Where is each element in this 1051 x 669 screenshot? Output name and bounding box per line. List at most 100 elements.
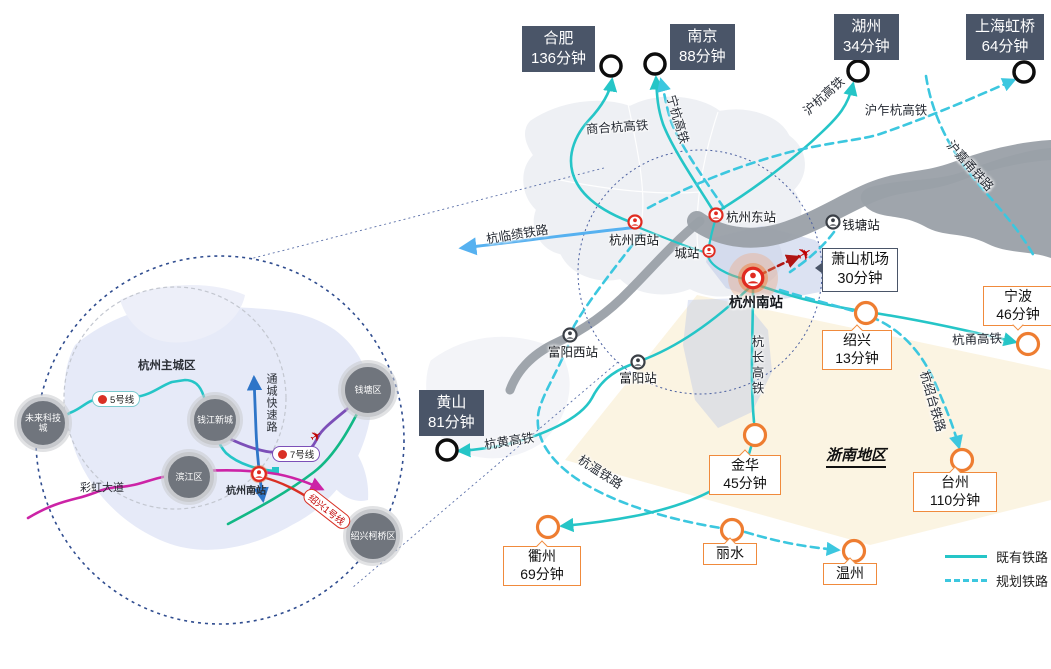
callout-hefei: 合肥 136分钟 xyxy=(522,26,596,72)
callout-city: 上海虹桥 xyxy=(975,18,1036,35)
callout-taizhou: 台州 110分钟 xyxy=(913,472,997,512)
callout-huangshan: 黄山 81分钟 xyxy=(419,390,484,436)
rail-shanghehang-line xyxy=(569,77,638,226)
legend-existing-label: 既有铁路 xyxy=(996,549,1049,565)
airport-rail-link xyxy=(758,254,801,277)
callout-time: 88分钟 xyxy=(679,47,726,65)
callout-time: 46分钟 xyxy=(996,305,1040,322)
station-label-chengzhan: 城站 xyxy=(674,246,700,261)
metro-line7-label: 7号线 xyxy=(290,450,315,461)
legend-existing-swatch xyxy=(945,554,987,558)
destination-circles-orange xyxy=(535,300,1041,564)
station-icon-fuyang-west xyxy=(562,327,578,343)
callout-city: 南京 xyxy=(687,28,718,45)
callout-city: 温州 xyxy=(836,565,864,581)
callout-time: 81分钟 xyxy=(428,413,475,431)
inset-node-shaoxing-keqiao: 绍兴柯桥区 xyxy=(346,509,400,563)
rail-huzhahang-line xyxy=(646,78,1017,210)
callout-time: 13分钟 xyxy=(835,349,879,366)
inset-node-future-sci-tech-city: 未来科技城 xyxy=(17,397,69,449)
magnifier-connector-lines xyxy=(245,167,619,589)
inset-station-label-hangzhou-south: 杭州南站 xyxy=(226,486,266,497)
callout-city: 湖州 xyxy=(851,18,882,35)
inset-node-qianjiang-new-town: 钱江新城 xyxy=(190,395,240,445)
inset-inner-circle xyxy=(63,286,287,510)
legend-planned-row: 规划铁路 xyxy=(945,568,1048,592)
metro-line7-badge: 7号线 xyxy=(272,446,321,462)
station-label-fuyang-west: 富阳西站 xyxy=(547,345,599,360)
callout-pointer xyxy=(595,42,609,56)
rail-huhang-line xyxy=(718,81,858,212)
callout-pointer xyxy=(444,436,458,450)
metro-line5-label: 5号线 xyxy=(110,395,135,406)
callout-time: 64分钟 xyxy=(981,37,1029,55)
rail-ninghang-planned-line xyxy=(657,77,726,210)
metro-logo-icon xyxy=(278,449,287,459)
station-icon-qiantang xyxy=(825,214,841,230)
callout-shaoxing: 绍兴 13分钟 xyxy=(822,330,892,370)
rail-planned-west-line xyxy=(536,232,838,550)
callout-pointer xyxy=(809,262,823,275)
callout-city: 金华 xyxy=(731,457,759,473)
rail-label-hangyong: 杭甬高铁 xyxy=(951,331,1003,348)
rail-hangshaotai-line xyxy=(778,288,963,450)
station-icon-hangzhou-west xyxy=(627,214,643,230)
callout-pointer xyxy=(656,40,670,54)
callout-pointer xyxy=(859,60,873,74)
callout-time: 45分钟 xyxy=(723,474,767,491)
callout-city: 衢州 xyxy=(528,548,556,564)
green-line-path xyxy=(226,402,364,526)
rail-hanglinji-line xyxy=(458,225,642,256)
callout-city: 宁波 xyxy=(1004,288,1032,304)
rail-label-huzhahang: 沪乍杭高铁 xyxy=(864,103,928,118)
inset-main-city-label: 杭州主城区 xyxy=(138,360,196,372)
callout-huzhou: 湖州 34分钟 xyxy=(834,14,899,60)
legend-existing-row: 既有铁路 xyxy=(945,544,1048,568)
callout-wenzhou: 温州 xyxy=(823,563,877,585)
district-shading xyxy=(683,226,838,428)
callout-time: 30分钟 xyxy=(837,270,883,287)
callout-quzhou: 衢州 69分钟 xyxy=(503,546,581,586)
callout-city: 合肥 xyxy=(543,30,574,47)
inset-road-label-caihong: 彩虹大道 xyxy=(80,482,124,494)
callout-ningbo: 宁波 46分钟 xyxy=(983,286,1051,326)
callout-city: 台州 xyxy=(941,474,969,490)
inset-road-label-tongcheng: 通城快速路 xyxy=(265,373,277,433)
metro-line5-path xyxy=(40,378,278,473)
callout-jinhua: 金华 45分钟 xyxy=(709,455,781,495)
callout-time: 110分钟 xyxy=(929,491,981,508)
callout-city: 黄山 xyxy=(436,394,467,411)
metro-logo-icon xyxy=(98,394,107,404)
callout-pointer xyxy=(998,60,1012,74)
station-icon-hangzhou-south xyxy=(741,266,765,290)
legend-planned-label: 规划铁路 xyxy=(996,573,1049,589)
callout-city: 绍兴 xyxy=(843,332,871,348)
station-icon-hangzhou-east xyxy=(708,207,724,223)
station-label-hangzhou-west: 杭州西站 xyxy=(608,233,660,248)
callout-time: 69分钟 xyxy=(520,565,564,582)
destination-circles-black xyxy=(435,52,1036,462)
callout-time: 34分钟 xyxy=(843,37,890,55)
inset-node-qiantang-district: 钱塘区 xyxy=(341,363,395,417)
metro-line5-terminus xyxy=(272,467,279,474)
station-label-qiantang: 钱塘站 xyxy=(842,218,880,233)
rail-hujiayong-line xyxy=(924,74,1037,260)
metro-line5-badge: 5号线 xyxy=(92,391,141,407)
region-label-south-zhejiang: 浙南地区 xyxy=(825,444,887,468)
tongcheng-expressway-path xyxy=(246,374,269,504)
callout-city: 丽水 xyxy=(716,545,744,561)
legend: 既有铁路 规划铁路 xyxy=(945,544,1048,592)
station-label-hangzhou-east: 杭州东站 xyxy=(725,210,777,225)
station-label-hangzhou-south: 杭州南站 xyxy=(729,295,783,310)
rail-qiantang-branch-line xyxy=(788,230,836,274)
station-icon-chengzhan xyxy=(702,244,716,258)
callout-shanghai-hongqiao: 上海虹桥 64分钟 xyxy=(966,14,1045,60)
callout-time: 136分钟 xyxy=(531,49,587,67)
legend-planned-swatch xyxy=(945,578,987,582)
river-qiantang xyxy=(505,140,1051,395)
rail-ninghang-solid-line xyxy=(649,75,716,214)
rail-label-hangchang: 杭长高铁 xyxy=(749,335,764,397)
station-label-fuyang: 富阳站 xyxy=(619,371,657,386)
inset-station-icon-hangzhou-south xyxy=(251,466,267,482)
